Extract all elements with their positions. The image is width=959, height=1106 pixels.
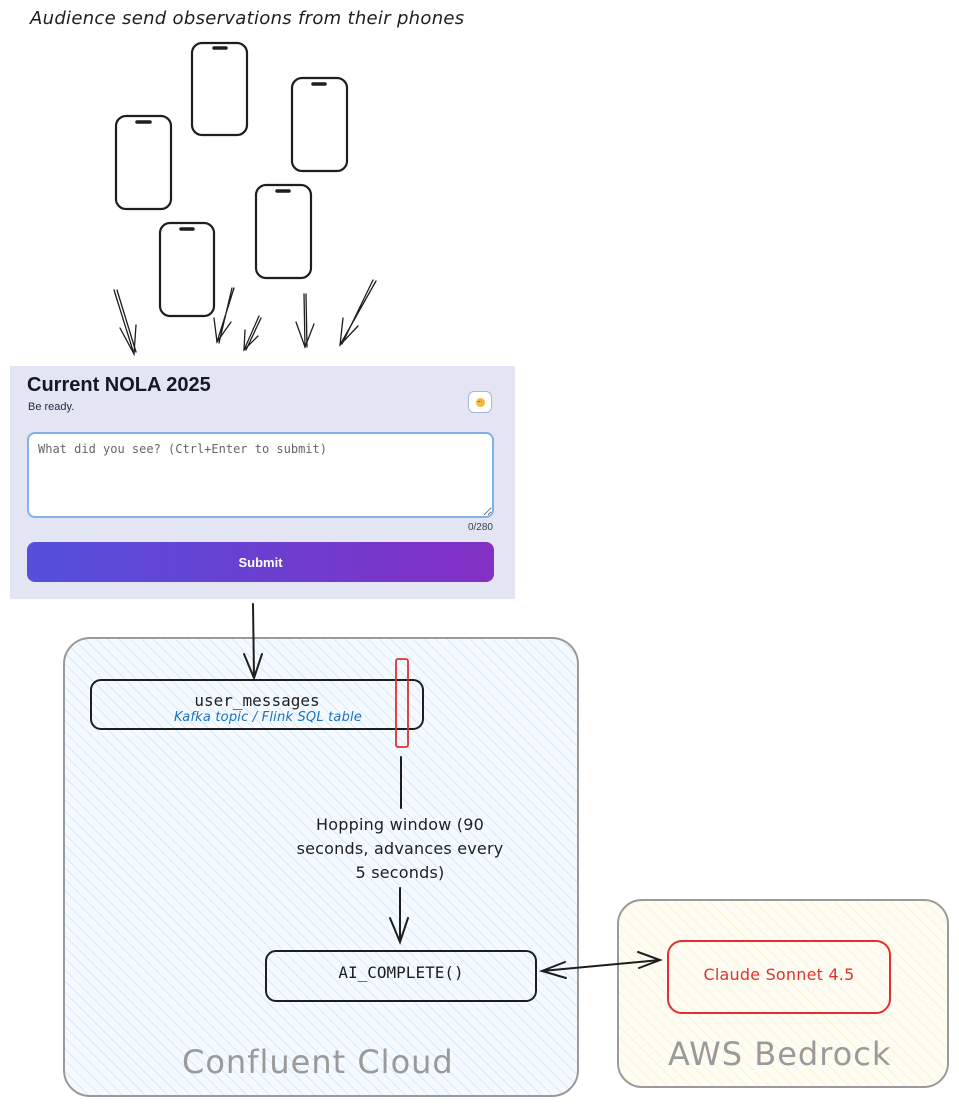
confluent-cloud-zone bbox=[63, 637, 579, 1097]
submit-button[interactable]: Submit bbox=[27, 542, 494, 582]
emoji-button[interactable] bbox=[468, 391, 492, 413]
aws-bedrock-zone bbox=[617, 899, 949, 1088]
phone-icon bbox=[190, 41, 249, 137]
hopping-window-label: Hopping window (90 seconds, advances eve… bbox=[296, 815, 504, 882]
phone-icon bbox=[114, 114, 173, 211]
arrow-icon bbox=[295, 293, 315, 349]
phone-arrows bbox=[113, 279, 377, 357]
user-messages-subtitle: Kafka topic / Flink SQL table bbox=[173, 710, 363, 725]
claude-sonnet-node[interactable] bbox=[667, 940, 891, 1014]
observation-form: Current NOLA 2025 Be ready. 0/280 Submit bbox=[10, 366, 515, 599]
arrow-icon bbox=[113, 289, 137, 357]
arrow-icon bbox=[243, 315, 262, 352]
user-messages-node[interactable] bbox=[90, 679, 424, 730]
arrow-ai-to-claude bbox=[538, 951, 663, 979]
aws-bedrock-label: AWS Bedrock bbox=[668, 1035, 892, 1073]
form-title: Current NOLA 2025 bbox=[27, 374, 211, 396]
smiley-face-icon bbox=[475, 397, 485, 407]
ai-complete-label: AI_COMPLETE() bbox=[338, 963, 464, 982]
phone-icon bbox=[290, 76, 349, 173]
ai-complete-node[interactable] bbox=[265, 950, 537, 1002]
phones-group bbox=[114, 41, 349, 318]
user-messages-title: user_messages bbox=[194, 691, 320, 710]
confluent-cloud-label: Confluent Cloud bbox=[182, 1043, 454, 1081]
arrow-form-to-topic bbox=[243, 603, 263, 681]
observation-input[interactable] bbox=[27, 432, 494, 518]
char-counter: 0/280 bbox=[467, 522, 493, 533]
arrow-topic-to-ai-complete bbox=[389, 756, 409, 945]
phone-icon bbox=[158, 221, 216, 318]
arrow-icon bbox=[339, 279, 377, 347]
phone-icon bbox=[254, 183, 313, 280]
claude-sonnet-label: Claude Sonnet 4.5 bbox=[703, 965, 855, 984]
form-subtitle: Be ready. bbox=[28, 401, 75, 413]
arrow-icon bbox=[213, 287, 235, 344]
highlight-marker bbox=[395, 658, 409, 748]
diagram-caption: Audience send observations from their ph… bbox=[30, 8, 465, 29]
